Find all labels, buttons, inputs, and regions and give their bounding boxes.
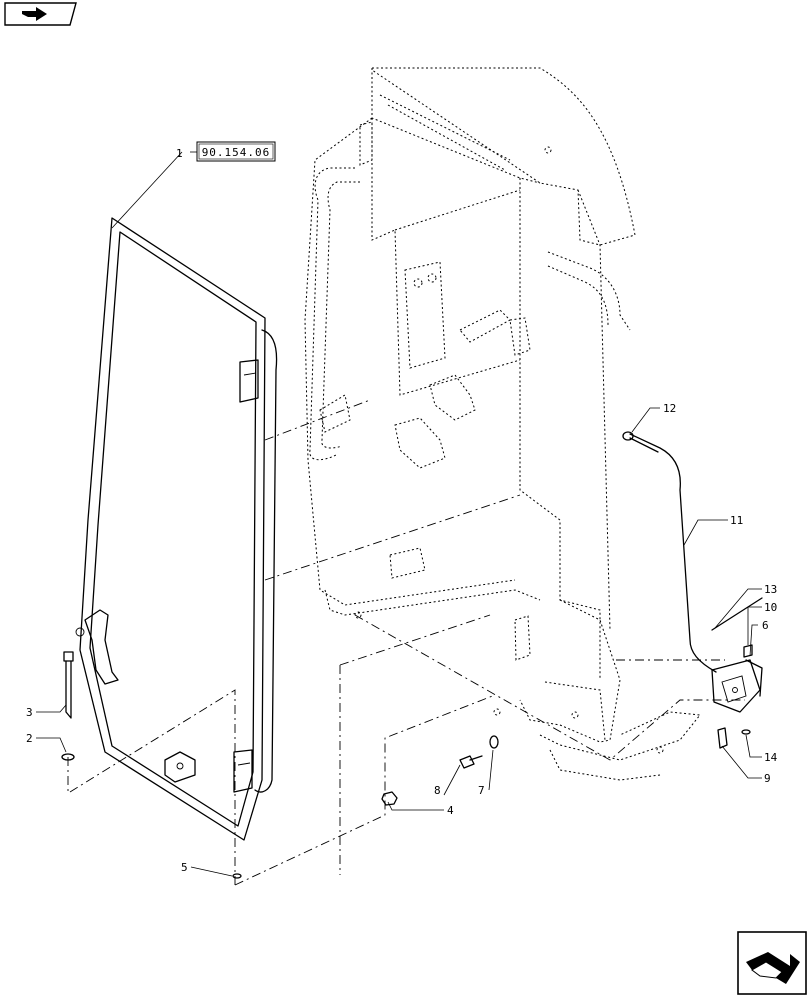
door-assembly [75, 217, 278, 841]
next-page-arrow-icon[interactable] [737, 931, 807, 995]
callout-1: 1 [176, 147, 183, 160]
bolt-8 [459, 755, 483, 769]
reference-box-90-154-06[interactable]: 90.154.06 [196, 141, 276, 162]
callout-2: 2 [26, 732, 33, 745]
bolt-3 [63, 651, 74, 719]
callout-7: 7 [478, 784, 485, 797]
callout-13: 13 [764, 583, 777, 596]
leader-lines [36, 151, 762, 877]
callout-5: 5 [181, 861, 188, 874]
release-rod-11 [622, 431, 717, 673]
alignment-lines [67, 399, 745, 886]
callout-11: 11 [730, 514, 743, 527]
washer-7 [489, 735, 499, 749]
callout-10: 10 [764, 601, 777, 614]
callout-6: 6 [762, 619, 769, 632]
arrow-nav-icon[interactable] [4, 2, 77, 26]
reference-number: 90.154.06 [202, 146, 271, 159]
pin-5 [232, 873, 242, 879]
callout-12: 12 [663, 402, 676, 415]
nut-4 [381, 791, 398, 806]
callout-labels: 1 2 3 4 5 6 7 8 9 10 11 12 13 14 [26, 147, 778, 874]
callout-4: 4 [447, 804, 454, 817]
cab-frame [304, 67, 701, 781]
latch-assembly [711, 597, 763, 749]
callout-9: 9 [764, 772, 771, 785]
callout-14: 14 [764, 751, 778, 764]
callout-3: 3 [26, 706, 33, 719]
callout-8: 8 [434, 784, 441, 797]
